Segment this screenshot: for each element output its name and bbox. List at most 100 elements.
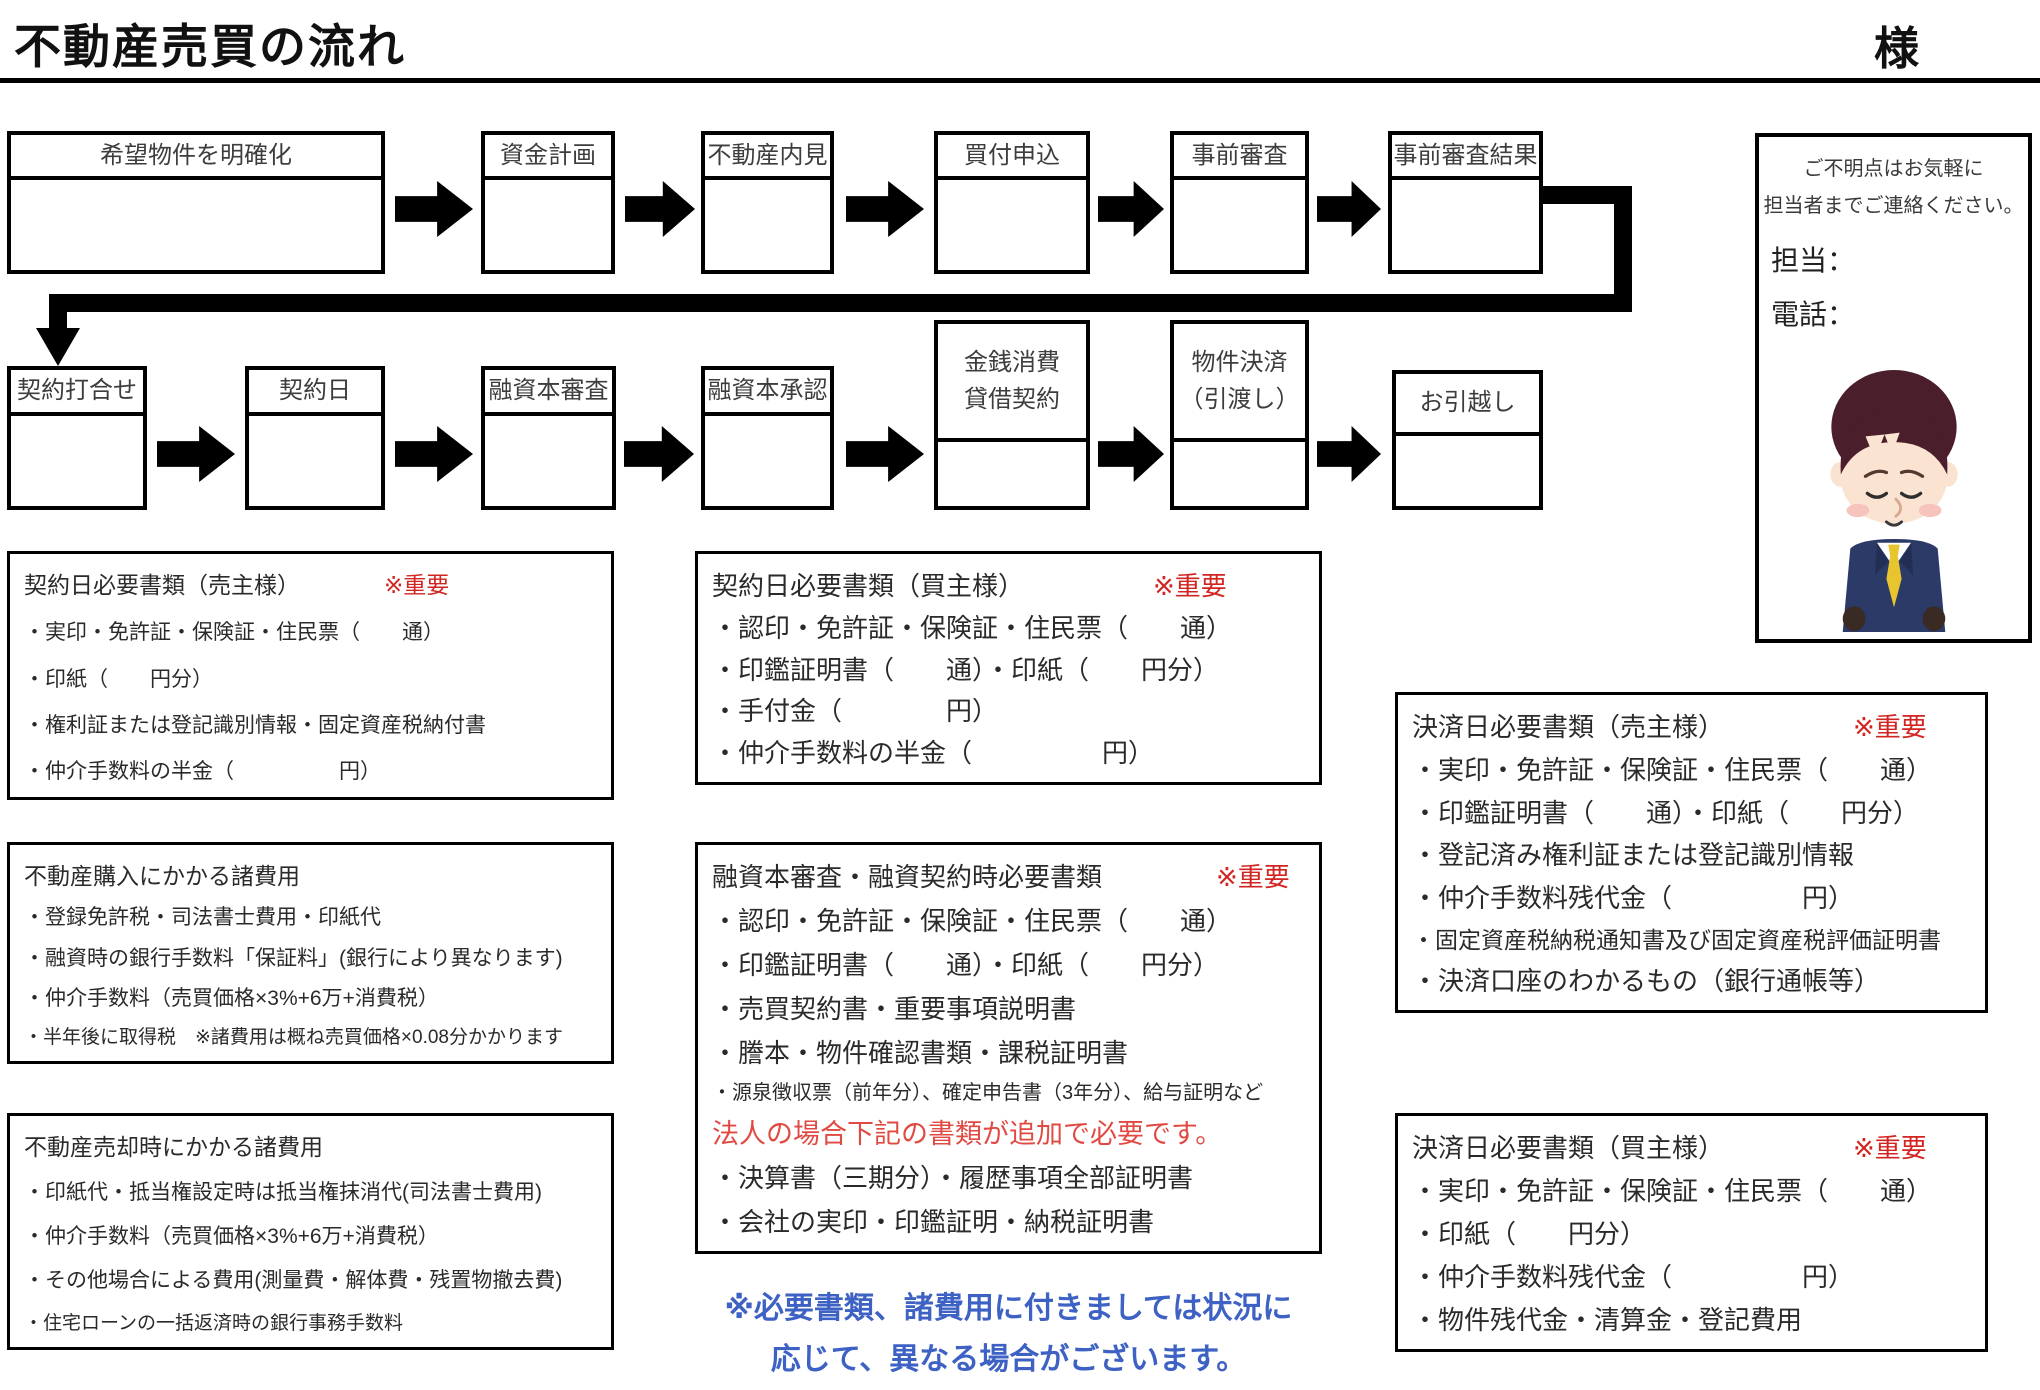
buyer-contract-docs-box: 契約日必要書類（買主様）※重要 ・認印・免許証・保険証・住民票（ 通） ・印鑑証… (695, 551, 1322, 785)
buyer-settlement-docs-box: 決済日必要書類（買主様）※重要 ・実印・免許証・保険証・住民票（ 通） ・印紙（… (1395, 1113, 1988, 1352)
flow-connector-segment (1543, 186, 1632, 204)
flow-step-desired-property: 希望物件を明確化 (7, 131, 385, 274)
flow-step-label: お引越し (1396, 374, 1539, 436)
flow-step-property-settlement: 物件決済（引渡し） (1170, 320, 1309, 510)
list-box-title-text: 契約日必要書類（売主様） (24, 572, 300, 598)
list-box-title-text: 決済日必要書類（売主様） (1412, 712, 1725, 742)
list-item: ・仲介手数料の半金（ 円） (712, 738, 1155, 768)
flow-arrow-right-icon (846, 181, 924, 237)
important-badge: ※重要 (1853, 1133, 1927, 1163)
list-item: ・印鑑証明書（ 通）・印紙（ 円分） (712, 654, 1220, 685)
list-item: ・権利証または登記識別情報・固定資産税納付書 (24, 713, 486, 737)
list-box-title: 融資本審査・融資契約時必要書類※重要 (712, 857, 1305, 894)
flow-step-text: 事前審査結果 (1393, 141, 1538, 169)
flow-step-pre-screening: 事前審査 (1170, 131, 1309, 274)
flow-arrow-right-icon (624, 426, 694, 482)
staff-name-field: 担当： (1771, 245, 1856, 276)
page-title: 不動産売買の流れ (14, 20, 406, 73)
flow-step-body (1174, 442, 1305, 506)
flow-step-label: 物件決済（引渡し） (1174, 324, 1305, 442)
list-item: ・実印・免許証・保険証・住民票（ 通） (1412, 754, 1933, 785)
flow-step-contract-day: 契約日 (245, 366, 385, 510)
flow-step-body (705, 180, 830, 270)
flow-step-loan-main-screening: 融資本審査 (481, 366, 616, 510)
list-item: ・印紙代・抵当権設定時は抵当権抹消代(司法書士費用) (24, 1181, 542, 1204)
flow-arrow-right-icon (395, 181, 473, 237)
list-box-title: 不動産購入にかかる諸費用 (24, 857, 597, 891)
list-item: ・印紙（ 円分） (24, 667, 213, 691)
list-item: ・印鑑証明書（ 通）・印紙（ 円分） (712, 949, 1220, 980)
footnote-line1: ※必要書類、諸費用に付きましては状況に (724, 1292, 1293, 1325)
list-item: ・仲介手数料残代金（ 円） (1412, 1262, 1855, 1292)
list-item: ・仲介手数料残代金（ 円） (1412, 883, 1855, 914)
flow-step-text: 貸借契約 (964, 386, 1060, 413)
list-item: ・印鑑証明書（ 通）・印紙（ 円分） (1412, 797, 1920, 828)
flow-step-text: 買付申込 (964, 141, 1060, 169)
flow-arrow-right-icon (1098, 426, 1164, 482)
flow-arrow-right-icon (846, 426, 924, 482)
list-item: ・決算書（三期分）・履歴事項全部証明書 (712, 1163, 1194, 1194)
flow-connector-segment (1614, 186, 1632, 312)
flow-step-label: 事前審査 (1174, 135, 1305, 180)
flow-step-label: 融資本審査 (485, 370, 612, 416)
flow-step-label: 融資本承認 (705, 370, 830, 416)
flow-step-text: 契約打合せ (17, 377, 137, 405)
list-item: ・固定資産税納税通知書及び固定資産税評価証明書 (1412, 927, 1941, 954)
list-item: ・融資時の銀行手数料「保証料」(銀行により異なります) (24, 946, 563, 970)
list-item: ・登録免許税・司法書士費用・印紙代 (24, 906, 381, 930)
flow-step-body (938, 180, 1086, 270)
list-item: ・会社の実印・印鑑証明・納税証明書 (712, 1207, 1155, 1237)
flow-step-text: 事前審査 (1191, 141, 1288, 169)
title-divider (0, 78, 2040, 83)
flow-step-label: 契約日 (249, 370, 381, 416)
flow-step-label: 事前審査結果 (1392, 135, 1539, 180)
flow-arrow-right-icon (157, 426, 235, 482)
flow-arrow-right-icon (1317, 426, 1381, 482)
loan-docs-box: 融資本審査・融資契約時必要書類※重要 ・認印・免許証・保険証・住民票（ 通） ・… (695, 842, 1322, 1254)
list-item: ・仲介手数料（売買価格×3%+6万+消費税） (24, 986, 439, 1010)
important-badge: ※重要 (1153, 571, 1227, 601)
list-item: ・実印・免許証・保険証・住民票（ 通） (24, 621, 444, 645)
flow-step-text: 不動産内見 (707, 141, 828, 169)
flow-arrow-right-icon (1098, 181, 1164, 237)
flow-step-text: 希望物件を明確化 (100, 141, 292, 169)
list-item: ・実印・免許証・保険証・住民票（ 通） (1412, 1176, 1933, 1206)
flow-step-body (705, 416, 830, 506)
flow-arrow-down-icon (36, 328, 80, 366)
list-item: ・その他場合による費用(測量費・解体費・残置物撤去費) (24, 1269, 563, 1292)
footnote-line2: 応じて、異なる場合がございます。 (770, 1343, 1247, 1376)
flow-step-label: 希望物件を明確化 (11, 135, 381, 180)
list-item: ・印紙（ 円分） (1412, 1219, 1647, 1249)
important-badge: ※重要 (1853, 712, 1927, 742)
seller-settlement-docs-box: 決済日必要書類（売主様） ※重要 ・実印・免許証・保険証・住民票（ 通） ・印鑑証… (1395, 692, 1988, 1013)
seller-contract-docs-box: 契約日必要書類（売主様）※重要 ・実印・免許証・保険証・住民票（ 通） ・印紙（… (7, 551, 614, 800)
phone-number-field: 電話： (1771, 299, 1856, 330)
flow-arrow-right-icon (395, 426, 473, 482)
flow-step-body (249, 416, 381, 506)
flow-step-body (1396, 436, 1539, 506)
flow-step-pre-screening-result: 事前審査結果 (1388, 131, 1543, 274)
flow-step-loan-approval: 融資本承認 (701, 366, 834, 510)
contact-box: ご不明点はお気軽に 担当者までご連絡ください。 担当： 電話： (1755, 133, 2032, 643)
purchase-costs-box: 不動産購入にかかる諸費用 ・登録免許税・司法書士費用・印紙代 ・融資時の銀行手数… (7, 842, 614, 1064)
flow-connector-segment (57, 294, 1632, 312)
list-box-title-text: 不動産購入にかかる諸費用 (24, 863, 300, 889)
flow-arrow-right-icon (1317, 181, 1381, 237)
list-item: ・決済口座のわかるもの（銀行通帳等） (1412, 965, 1881, 996)
flow-step-body (1174, 180, 1305, 270)
flow-connector-segment (49, 294, 67, 330)
flow-step-body (485, 416, 612, 506)
list-item: ・手付金（ 円） (712, 696, 999, 727)
flow-step-text: 金銭消費 (964, 348, 1060, 376)
list-box-title-text: 不動産売却時にかかる諸費用 (24, 1134, 323, 1160)
flow-step-text: 資金計画 (500, 141, 596, 169)
flow-step-text: 融資本承認 (707, 377, 828, 405)
important-badge: ※重要 (1216, 862, 1290, 892)
sale-costs-box: 不動産売却時にかかる諸費用 ・印紙代・抵当権設定時は抵当権抹消代(司法書士費用)… (7, 1113, 614, 1350)
flow-step-financial-plan: 資金計画 (481, 131, 615, 274)
list-box-title: 決済日必要書類（買主様）※重要 (1412, 1128, 1971, 1165)
contact-note-line2: 担当者までご連絡ください。 (1763, 195, 2024, 217)
flow-step-loan-agreement: 金銭消費貸借契約 (934, 320, 1090, 510)
flow-step-text: 契約日 (279, 377, 351, 405)
